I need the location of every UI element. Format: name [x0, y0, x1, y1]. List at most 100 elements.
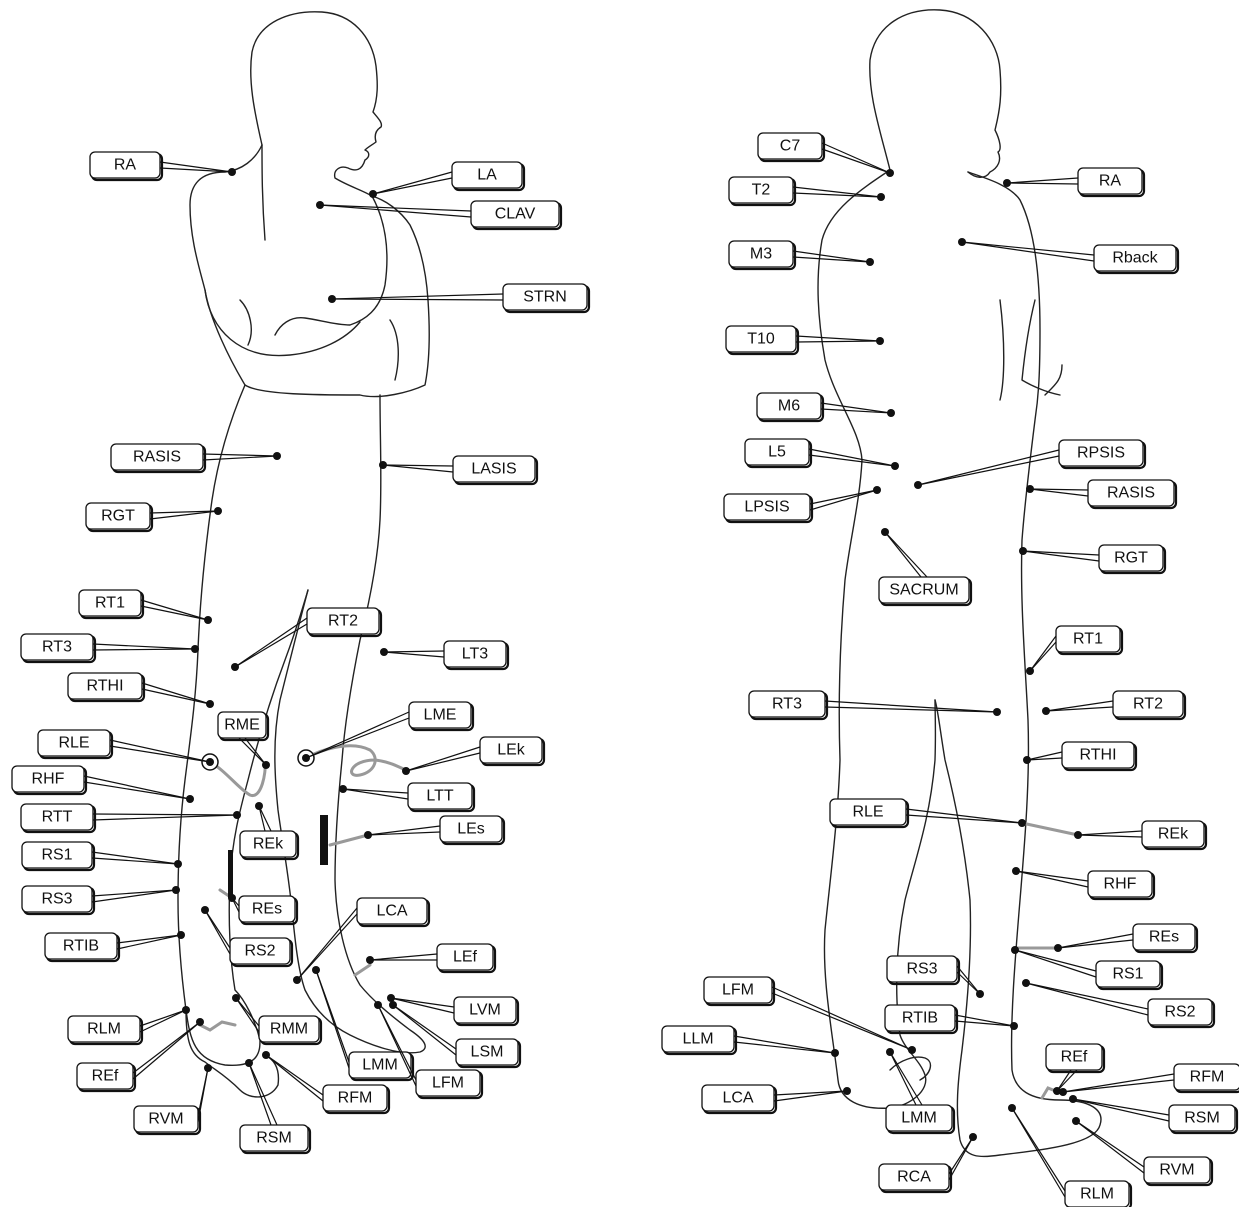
front-marker-rme: RME: [218, 712, 270, 769]
back-dot-rasis: [1026, 485, 1034, 493]
front-view-figure: [178, 12, 429, 1097]
back-dot-rvm: [1072, 1117, 1080, 1125]
back-label-rpsis: RPSIS: [1077, 445, 1125, 462]
front-label-lek: LEk: [497, 742, 526, 759]
front-marker-lasis: LASIS: [379, 456, 537, 484]
front-leader-rs1: [92, 852, 178, 864]
back-leader-sacrum: [885, 532, 927, 577]
front-leader-clav: [320, 205, 471, 217]
back-wire-knee: [1022, 823, 1078, 835]
back-marker-lca: LCA: [702, 1085, 851, 1113]
back-label-lfm: LFM: [722, 982, 754, 999]
front-label-lfm: LFM: [432, 1075, 464, 1092]
back-dot-rthi: [1023, 756, 1031, 764]
back-dot-rsm: [1069, 1095, 1077, 1103]
back-label-rvm: RVM: [1159, 1162, 1194, 1179]
back-leader-rs2: [1026, 983, 1148, 1015]
back-arm-outline: [1000, 300, 1062, 400]
front-leader-rek: [259, 806, 271, 831]
back-marker-rt2: RT2: [1042, 691, 1185, 719]
front-label-rtt: RTT: [42, 809, 73, 826]
back-leader-rs1: [1015, 950, 1096, 977]
front-leader-rle: [110, 740, 210, 762]
front-dot-strn: [328, 295, 336, 303]
front-dot-ra: [228, 168, 236, 176]
back-dot-rle: [1018, 819, 1026, 827]
front-leader-rtt: [93, 815, 237, 820]
back-marker-m6: M6: [757, 393, 895, 421]
front-label-lvm: LVM: [469, 1002, 501, 1019]
front-leader-rlm: [140, 1010, 186, 1026]
back-dot-lfm: [908, 1046, 916, 1054]
front-leader-rt3: [93, 649, 195, 650]
front-marker-rhf: RHF: [12, 766, 194, 803]
back-leader-rsm: [1073, 1099, 1169, 1121]
back-label-ref: REf: [1061, 1049, 1088, 1066]
back-label-rthi: RTHI: [1079, 747, 1116, 764]
back-leader-rpsis: [918, 450, 1059, 485]
front-dot-rs3: [172, 886, 180, 894]
front-marker-lme: LME: [302, 702, 473, 762]
front-leader-rt1: [141, 600, 208, 620]
back-dot-lmm: [886, 1048, 894, 1056]
front-view-labels: RALACLAVSTRNRASISLASISRGTRT1RT2RT3LT3RTH…: [12, 152, 589, 1153]
back-dot-rt1: [1026, 667, 1034, 675]
back-left-foot-outline: [890, 1057, 930, 1080]
back-dot-l5: [891, 462, 899, 470]
front-label-rme: RME: [224, 717, 260, 734]
front-dot-lt3: [380, 648, 388, 656]
back-dot-rs2: [1022, 979, 1030, 987]
back-leader-ref: [1057, 1070, 1077, 1091]
back-marker-t10: T10: [726, 326, 884, 354]
front-leader-lek: [406, 753, 480, 771]
back-leader-rpsis: [918, 456, 1059, 485]
front-left-leg-outline: [275, 395, 425, 1053]
front-leader-rt3: [93, 644, 195, 649]
front-marker-rt3: RT3: [21, 634, 199, 662]
back-label-rek: REk: [1158, 826, 1189, 843]
front-leader-rthi: [142, 683, 210, 704]
front-leader-la: [373, 178, 452, 194]
back-leader-rs1: [1015, 950, 1096, 971]
back-dot-rgt: [1019, 547, 1027, 555]
back-leader-ra: [1007, 183, 1078, 184]
front-dot-lmm: [312, 966, 320, 974]
back-marker-rt1: RT1: [1026, 626, 1122, 675]
front-marker-rlm: RLM: [68, 1006, 190, 1044]
front-label-rs1: RS1: [41, 847, 72, 864]
front-marker-lt3: LT3: [380, 641, 508, 669]
back-dot-rt3: [993, 708, 1001, 716]
front-leader-rsm: [249, 1063, 271, 1125]
back-right-side-outline: [935, 172, 1101, 1156]
back-label-rsm: RSM: [1184, 1110, 1220, 1127]
front-label-rmm: RMM: [270, 1021, 308, 1038]
front-dot-ltt: [339, 785, 347, 793]
back-label-rca: RCA: [897, 1169, 931, 1186]
back-dot-rs1: [1011, 946, 1019, 954]
front-leader-lt3: [384, 652, 444, 657]
back-dot-llm: [831, 1049, 839, 1057]
back-label-sacrum: SACRUM: [889, 582, 958, 599]
front-leader-la: [373, 172, 452, 194]
front-label-rs3: RS3: [41, 891, 72, 908]
front-leader-lef: [370, 954, 437, 960]
front-label-lme: LME: [424, 707, 457, 724]
back-leader-rek: [1078, 831, 1142, 835]
front-leader-lt3: [384, 651, 444, 652]
front-leader-clav: [320, 205, 471, 211]
back-label-t10: T10: [747, 331, 775, 348]
back-dot-rs3: [976, 990, 984, 998]
back-marker-sacrum: SACRUM: [879, 528, 971, 605]
front-marker-rsm: RSM: [240, 1059, 310, 1153]
front-label-rsm: RSM: [256, 1130, 292, 1147]
front-head-outline: [251, 12, 382, 196]
back-dot-lca: [843, 1087, 851, 1095]
back-marker-res: REs: [1054, 924, 1197, 952]
front-marker-rtt: RTT: [21, 804, 241, 832]
front-leader-rs1: [92, 858, 178, 864]
back-label-rs1: RS1: [1112, 966, 1143, 983]
front-dot-rfm: [262, 1051, 270, 1059]
front-label-lasis: LASIS: [471, 461, 516, 478]
back-dot-rhf: [1012, 867, 1020, 875]
back-marker-l5: L5: [745, 439, 899, 470]
